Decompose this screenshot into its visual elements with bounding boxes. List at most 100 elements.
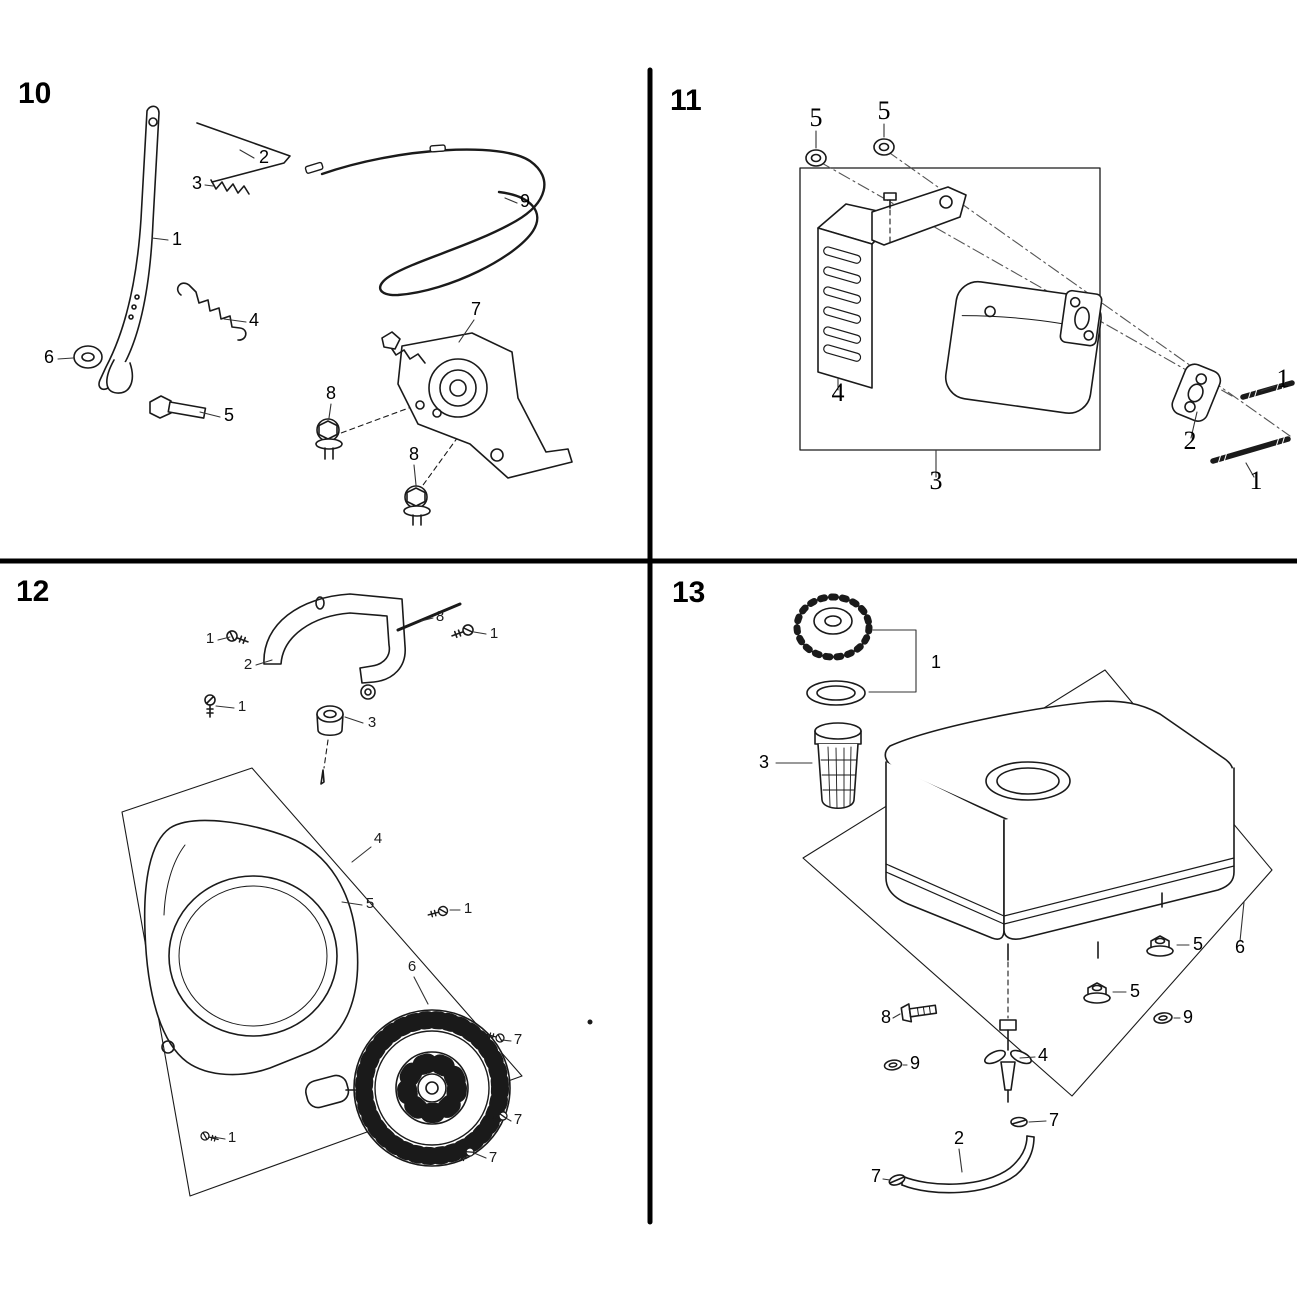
- callout-label: 1: [464, 900, 472, 917]
- callout-label: 1: [490, 625, 498, 642]
- callout-label: 9: [1183, 1007, 1193, 1027]
- callout-label: 1: [1277, 364, 1290, 393]
- exhaust-gasket: [1171, 363, 1222, 422]
- callout-label: 1: [238, 698, 246, 715]
- governor-rod: [196, 122, 291, 183]
- fuel-cap: [793, 593, 873, 661]
- callout-label: 5: [878, 96, 891, 125]
- tank-nut: [1083, 982, 1111, 1004]
- callout-label: 1: [1250, 466, 1263, 495]
- callout-label: 1: [172, 229, 182, 249]
- callout-label: 8: [881, 1007, 891, 1027]
- shield-bolt: [883, 192, 897, 244]
- fan-cover: [143, 819, 359, 1076]
- callout-label: 3: [759, 752, 769, 772]
- fuel-tank: [884, 700, 1235, 961]
- quadrant-number: 10: [18, 77, 51, 110]
- muffler: [944, 280, 1103, 414]
- muffler-nut: [873, 138, 895, 156]
- quadrant-number: 13: [672, 576, 705, 609]
- q10-throttle-control-group: [57, 105, 573, 526]
- throttle-cable: [304, 144, 546, 297]
- callout-label: 5: [224, 405, 234, 425]
- muffler-bracket: [263, 593, 406, 700]
- bracket-screw: [449, 622, 476, 642]
- callout-label: 2: [954, 1128, 964, 1148]
- callout-label: 3: [368, 714, 376, 731]
- quadrant-number: 11: [670, 84, 702, 117]
- callout-label: 7: [871, 1166, 881, 1186]
- quadrant-number: 12: [16, 575, 49, 608]
- callout-label: 7: [471, 299, 481, 319]
- callout-label: 7: [1049, 1110, 1059, 1130]
- carriage-bolt: [149, 395, 207, 419]
- muffler-nut: [805, 149, 827, 167]
- stud-threads: [1217, 379, 1286, 465]
- callout-label: 5: [1130, 981, 1140, 1001]
- perspective-outline: [121, 767, 523, 1197]
- callout-label: 1: [228, 1129, 236, 1146]
- fuel-hose: [901, 1135, 1035, 1194]
- q13-fuel-tank-group: [775, 593, 1273, 1194]
- guide-rod: [396, 602, 462, 632]
- flange-bolt: [403, 485, 431, 526]
- q12-leader-lines: [212, 617, 512, 1159]
- lever-knob: [73, 345, 103, 369]
- starter-handle: [305, 1074, 357, 1109]
- callout-label: 1: [206, 630, 214, 647]
- cap-gasket: [806, 680, 866, 706]
- callout-label: 3: [192, 173, 202, 193]
- callout-label: 4: [832, 378, 845, 407]
- callout-label: 5: [810, 103, 823, 132]
- callout-label: 9: [520, 191, 530, 211]
- tank-bolt: [900, 1003, 938, 1023]
- q13-leader-lines: [775, 762, 1245, 1181]
- callout-label: 7: [514, 1031, 522, 1048]
- recoil-starter: [305, 1009, 511, 1167]
- callout-label: 4: [1038, 1045, 1048, 1065]
- callout-label: 8: [436, 608, 444, 625]
- callout-label: 5: [1193, 934, 1203, 954]
- flange-bolt: [315, 418, 343, 460]
- q11-muffler-group: [799, 123, 1295, 478]
- cover-screw: [426, 904, 450, 921]
- callout-label: 5: [366, 895, 374, 912]
- callout-label: 4: [374, 830, 382, 847]
- callout-label: 7: [489, 1149, 497, 1166]
- callout-label: 7: [514, 1111, 522, 1128]
- hose-clip: [888, 1174, 906, 1186]
- sealing-washer: [1152, 1010, 1174, 1026]
- callout-label: 8: [409, 444, 419, 464]
- return-spring-small: [210, 179, 250, 195]
- stray-dot: [587, 1019, 593, 1025]
- callout-label: 8: [326, 383, 336, 403]
- q10-leader-lines: [57, 149, 518, 486]
- cable-guide: [316, 705, 344, 785]
- callout-label: 9: [910, 1053, 920, 1073]
- cap-label-bracket: [868, 629, 917, 693]
- q11-leader-lines: [815, 123, 1276, 478]
- fuel-valve: [984, 961, 1032, 1103]
- governor-arm-assembly: [332, 331, 573, 493]
- callout-label: 2: [259, 147, 269, 167]
- callout-label: 2: [244, 656, 252, 673]
- callout-label: 2: [1184, 426, 1197, 455]
- hose-clip: [1010, 1116, 1028, 1128]
- callout-label: 4: [249, 310, 259, 330]
- control-lever: [98, 105, 160, 394]
- callout-label: 1: [931, 652, 941, 672]
- sealing-washer: [883, 1058, 903, 1072]
- bracket-screw: [204, 694, 216, 718]
- tank-nut: [1146, 935, 1174, 957]
- exhaust-stud: [1210, 436, 1291, 464]
- fuel-filter: [814, 722, 862, 810]
- callout-label: 6: [1235, 937, 1245, 957]
- labels: 10 11 12 13 1 2 3 4 5 6 7 8 8 9 5 5 4 3 …: [16, 77, 1290, 1186]
- heat-shield: [817, 186, 967, 389]
- bracket-screw: [224, 628, 251, 648]
- callout-label: 6: [408, 958, 416, 975]
- callout-label: 6: [44, 347, 54, 367]
- governor-spring: [176, 282, 247, 341]
